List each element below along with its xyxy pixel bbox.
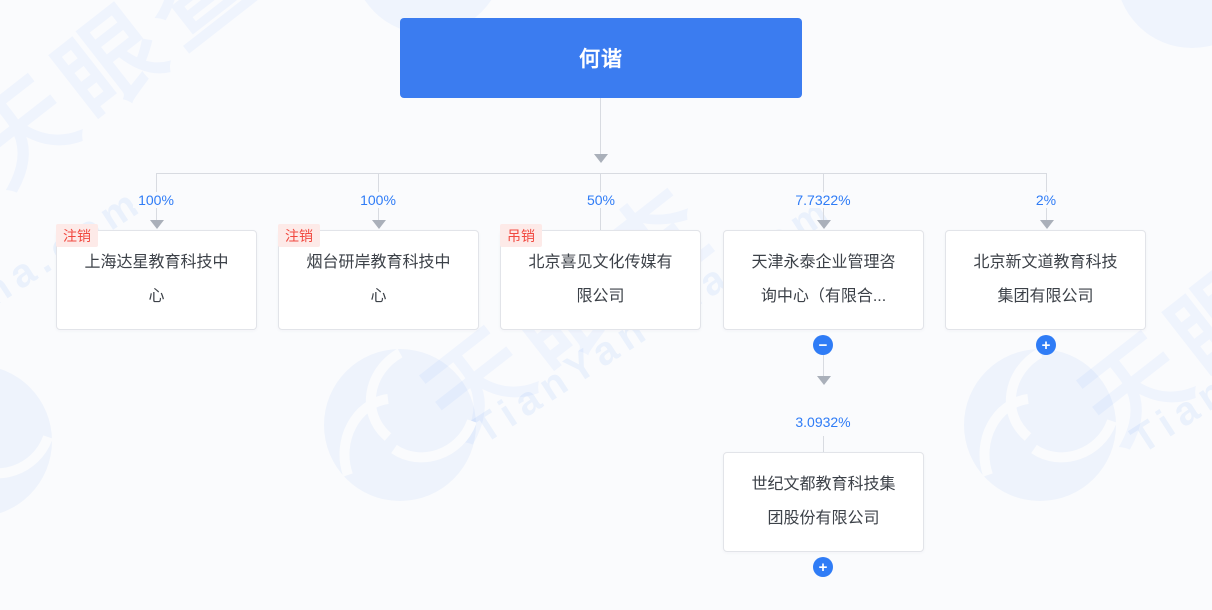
ownership-percent-label: 100% (86, 192, 226, 208)
ownership-percent-label: 7.7322% (753, 192, 893, 208)
minus-icon: − (818, 336, 828, 354)
watermark-swirl-logo-center (324, 349, 476, 501)
root-node[interactable]: 何谐 (400, 18, 802, 98)
ownership-percent-label: 100% (308, 192, 448, 208)
company-name: 上海达星教育科技中心 (84, 254, 229, 305)
company-name: 北京新文道教育科技集团有限公司 (973, 254, 1118, 305)
arrowhead-icon (150, 220, 164, 229)
status-badge: 吊销 (500, 224, 542, 247)
arrowhead-icon (817, 376, 831, 385)
collapse-button[interactable]: − (813, 335, 833, 355)
company-name: 天津永泰企业管理咨询中心（有限合... (751, 254, 896, 305)
arrowhead-icon (594, 154, 608, 163)
subsidiary-node-company[interactable]: 世纪文都教育科技集团股份有限公司 (723, 452, 924, 552)
status-badge: 注销 (56, 224, 98, 247)
ownership-percent-label: 3.0932% (753, 414, 893, 430)
watermark-swirl-logo-right (964, 349, 1116, 501)
child-node-company[interactable]: 注销 烟台研岸教育科技中心 (278, 224, 479, 330)
plus-icon: + (1041, 336, 1051, 354)
watermark-swirl-logo-left (0, 368, 52, 514)
connector-subsidiary-tail (823, 436, 824, 452)
expand-button[interactable]: + (1036, 335, 1056, 355)
child-node-company[interactable]: 吊销 北京喜见文化传媒有限公司 (500, 224, 701, 330)
watermark-cn-left: 天眼查 (0, 0, 283, 208)
watermark-swirl-logo-top-right (1121, 0, 1212, 48)
arrowhead-icon (372, 220, 386, 229)
company-name: 世纪文都教育科技集团股份有限公司 (751, 476, 896, 527)
connector-subsidiary-drop (823, 355, 824, 376)
arrowhead-icon (1040, 220, 1054, 229)
connector-root-drop (600, 98, 601, 154)
company-name: 烟台研岸教育科技中心 (306, 254, 451, 305)
ownership-percent-label: 50% (531, 192, 671, 208)
connector-children-rail (156, 173, 1046, 174)
arrowhead-icon (817, 220, 831, 229)
child-node-company[interactable]: 北京新文道教育科技集团有限公司 (945, 230, 1146, 330)
child-node-company[interactable]: 天津永泰企业管理咨询中心（有限合... (723, 230, 924, 330)
root-node-name: 何谐 (579, 48, 623, 71)
child-node-company[interactable]: 注销 上海达星教育科技中心 (56, 224, 257, 330)
status-badge: 注销 (278, 224, 320, 247)
company-name: 北京喜见文化传媒有限公司 (528, 254, 673, 305)
ownership-percent-label: 2% (976, 192, 1116, 208)
plus-icon: + (818, 558, 828, 576)
expand-button[interactable]: + (813, 557, 833, 577)
